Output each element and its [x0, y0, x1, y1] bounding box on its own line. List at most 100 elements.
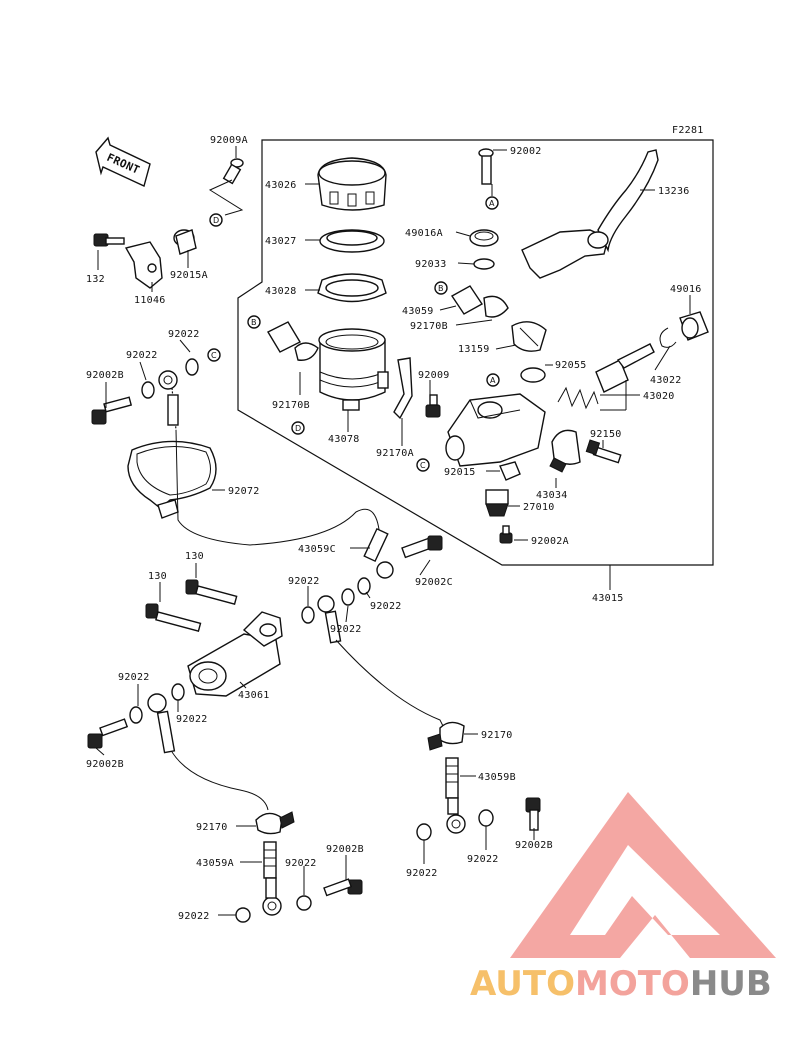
ref-c-body: C	[416, 458, 430, 472]
brake-hose-main	[175, 429, 381, 546]
hose-43059a	[262, 841, 282, 916]
banjo-mid	[317, 595, 342, 644]
part-label: 49016A	[405, 228, 443, 239]
switch-27010	[485, 489, 509, 517]
svg-text:C: C	[211, 351, 217, 360]
watermark-logo: AUTOMOTOHUB	[470, 792, 776, 1004]
joint-43061	[187, 611, 283, 697]
assembly-frame	[237, 139, 714, 566]
washer-low-3	[416, 823, 432, 841]
part-label: 92022	[370, 601, 402, 612]
leader-lines	[95, 146, 691, 916]
bolt-92150	[585, 439, 622, 464]
reservoir-diaphragm-plate	[319, 229, 385, 253]
ref-b-right: B	[434, 281, 448, 295]
part-label: 92033	[415, 259, 447, 270]
washer-low-4	[478, 809, 494, 827]
ref-circles: A A B B C C D D	[207, 196, 500, 472]
banjo-fitting-13159	[511, 321, 547, 352]
washer-92033	[473, 258, 495, 270]
bolt-92002b-upper	[91, 396, 133, 425]
part-label: 13159	[458, 344, 490, 355]
part-label: 92002B	[515, 840, 553, 851]
part-label: 27010	[523, 502, 555, 513]
part-label: 92002B	[86, 759, 124, 770]
part-label: 43020	[643, 391, 675, 402]
part-label: 92002	[510, 146, 542, 157]
part-label: 43034	[536, 490, 568, 501]
brake-hose-right	[335, 639, 446, 731]
spring-43020	[557, 386, 599, 410]
part-label: 132	[86, 274, 105, 285]
front-arrow-icon	[95, 136, 151, 187]
oring-92055	[520, 367, 546, 383]
watermark-triangle	[510, 792, 776, 958]
clamp-43034	[549, 429, 581, 473]
part-label: 43027	[265, 236, 297, 247]
reservoir-body	[318, 328, 389, 411]
part-labels: 92009A 43026 92002 13236 43027 49016A 92…	[86, 135, 701, 922]
part-label: 92022	[330, 624, 362, 635]
strap-92072	[127, 440, 217, 519]
master-cylinder-body	[445, 393, 546, 467]
part-label: 43022	[650, 375, 682, 386]
part-label: 92002C	[415, 577, 453, 588]
part-label: 92002A	[531, 536, 569, 547]
part-label: 43026	[265, 180, 297, 191]
part-label: 92002B	[326, 844, 364, 855]
watermark-text: AUTOMOTOHUB	[470, 964, 772, 1004]
bolt-132	[93, 233, 125, 247]
part-label: 92170B	[410, 321, 448, 332]
fitting-92170-left	[255, 811, 295, 835]
part-label: 43059B	[478, 772, 516, 783]
part-label: 43059C	[298, 544, 336, 555]
part-label: 92022	[178, 911, 210, 922]
watermark-hub: HUB	[690, 964, 772, 1004]
brake-lever-13236	[521, 149, 659, 279]
washer-low-left-2	[171, 683, 185, 701]
hose-fitting-43059c	[363, 527, 394, 579]
fitting-92170-right	[427, 721, 465, 751]
bracket-11046	[124, 241, 163, 289]
part-label: 43061	[238, 690, 270, 701]
ref-c-upper: C	[207, 348, 221, 362]
part-label: 92022	[118, 672, 150, 683]
svg-text:B: B	[438, 284, 444, 293]
part-label: 92072	[228, 486, 260, 497]
piston-43020	[595, 343, 655, 393]
part-label: 92170	[196, 822, 228, 833]
part-label: 130	[148, 571, 167, 582]
watermark-auto: AUTO	[470, 964, 575, 1004]
bolt-92009	[425, 394, 441, 418]
ref-d-top: D	[209, 213, 223, 227]
part-label: 43078	[328, 434, 360, 445]
reservoir-diaphragm	[317, 273, 387, 303]
part-label: 92022	[176, 714, 208, 725]
banjo-upper-left	[158, 370, 179, 431]
washer-upper-left-1	[141, 381, 155, 399]
part-label: 13236	[658, 186, 690, 197]
part-label: 92009	[418, 370, 450, 381]
part-label: 92022	[288, 576, 320, 587]
ref-a-top: A	[485, 196, 499, 210]
banjo-low-left	[147, 693, 176, 754]
part-label: 92170B	[272, 400, 310, 411]
part-label: 43028	[265, 286, 297, 297]
bolt-130-bottom	[145, 603, 202, 632]
grommet-49016a	[469, 229, 499, 247]
svg-text:B: B	[251, 318, 257, 327]
washer-low-2	[235, 907, 251, 923]
svg-text:A: A	[490, 376, 496, 385]
nut-92015	[499, 461, 521, 481]
boot-49016	[679, 311, 709, 341]
part-label: 92022	[467, 854, 499, 865]
part-label: 92015A	[170, 270, 208, 281]
hose-43059b	[445, 757, 466, 834]
leader-d-top	[208, 179, 244, 216]
part-label: 43015	[592, 593, 624, 604]
bolt-92002b-low-left	[87, 718, 129, 749]
diagram-code: F2281	[672, 125, 704, 136]
svg-text:C: C	[420, 461, 426, 470]
svg-text:D: D	[213, 216, 219, 225]
